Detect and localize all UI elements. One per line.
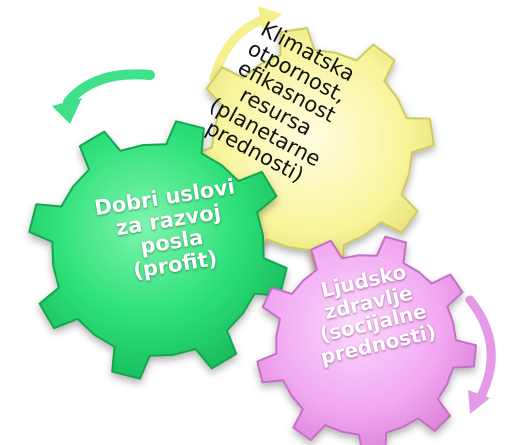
gear-people	[256, 235, 477, 445]
arrow-pink-icon	[465, 295, 496, 414]
arrow-yellow-icon	[209, 6, 282, 83]
gear-pink-shape	[256, 235, 477, 445]
gear-profit	[28, 120, 288, 380]
gear-green-shape	[28, 120, 288, 380]
arrow-green-icon	[52, 69, 155, 124]
